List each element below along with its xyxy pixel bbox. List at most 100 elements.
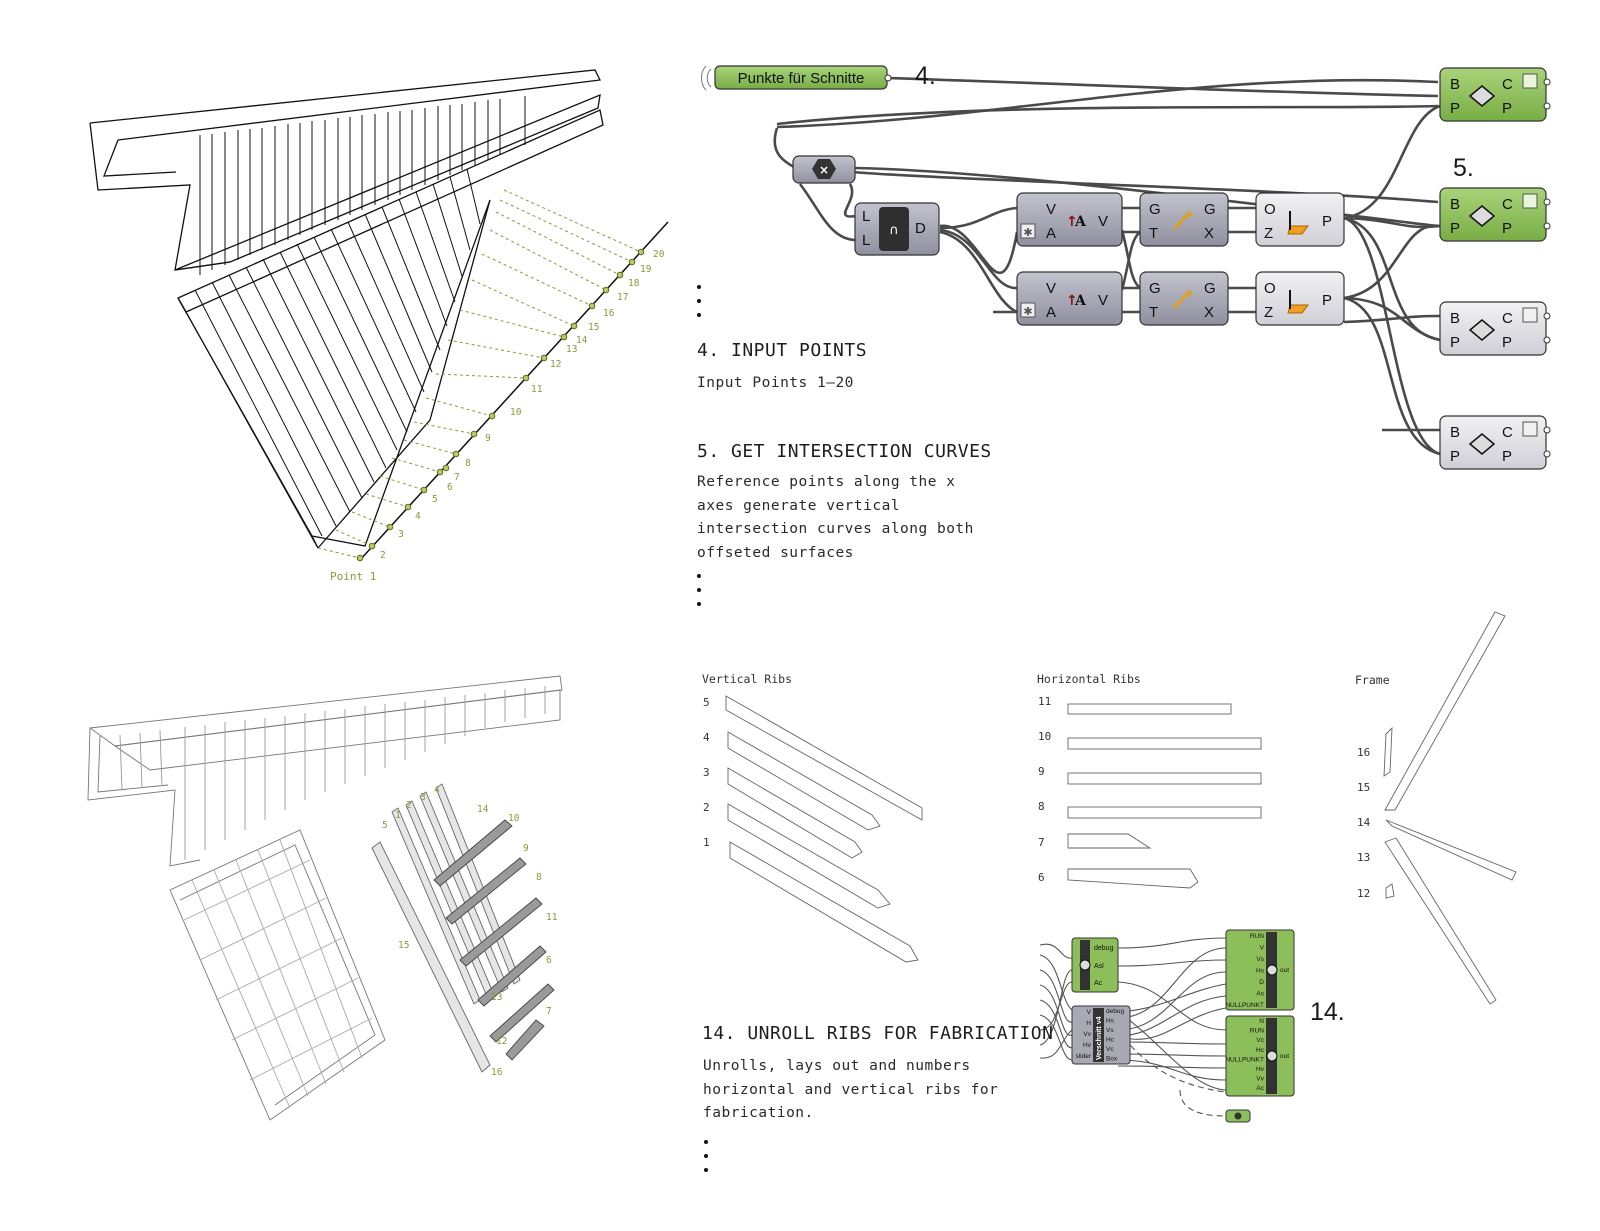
point-number-label-4: 6: [447, 482, 453, 493]
small-script-input-4: slider: [1075, 1053, 1091, 1060]
exploded-part-label-6: 10: [508, 813, 520, 824]
frame-number-1: 15: [1357, 781, 1370, 794]
multiply-node[interactable]: ×: [792, 155, 856, 184]
svg-text:P: P: [1322, 213, 1332, 230]
svg-text:O: O: [1264, 201, 1276, 218]
step-14-title: 14. UNROLL RIBS FOR FABRICATION: [702, 1023, 1054, 1044]
frame-title: Frame: [1355, 673, 1390, 687]
exploded-part-label-1: 1: [395, 810, 401, 821]
exploded-part-label-3: 3: [420, 792, 426, 803]
exploded-part-label-7: 9: [523, 843, 529, 854]
script-wires: [1039, 937, 1227, 1117]
big-script-2-input-3: Hc: [1256, 1047, 1265, 1054]
point-number-label-8: 10: [510, 407, 522, 418]
svg-text:✱: ✱: [1023, 226, 1032, 239]
small-script-output-4: Vc: [1106, 1046, 1114, 1053]
step-5-number: 5.: [1453, 154, 1474, 182]
script-node-small-1[interactable]: debug Asl Ac: [1071, 937, 1119, 993]
param-points-node[interactable]: Punkte für Schnitte: [701, 65, 892, 91]
exploded-part-label-12: 13: [491, 992, 502, 1003]
svg-text:B: B: [1450, 196, 1460, 213]
small-script-input-1: H: [1086, 1020, 1091, 1027]
point-number-label-12: 14: [576, 335, 588, 346]
point-number-label-0: 2: [380, 550, 386, 561]
point-number-label-15: 17: [617, 292, 628, 303]
svg-text:Asl: Asl: [1094, 963, 1104, 970]
svg-text:debug: debug: [1094, 945, 1114, 952]
svg-text:O: O: [1264, 280, 1276, 297]
big-script-2-input-1: RUN: [1250, 1028, 1264, 1035]
point-number-label-13: 15: [588, 322, 599, 333]
svg-text:T: T: [1149, 225, 1158, 242]
svg-text:C: C: [1502, 310, 1513, 327]
svg-text:P: P: [1322, 292, 1332, 309]
svg-text:V: V: [1046, 201, 1056, 218]
move-node-2[interactable]: G T G X: [1139, 271, 1229, 326]
vertical-rib-number-1: 4: [703, 731, 710, 744]
svg-text:G: G: [1149, 280, 1161, 297]
point-number-label-5: 7: [454, 472, 460, 483]
toggle-node[interactable]: [1225, 1109, 1251, 1123]
amplitude-node-1[interactable]: ✱ V A V ↑ A: [1016, 192, 1123, 247]
svg-text:A: A: [1074, 214, 1087, 230]
svg-text:P: P: [1502, 334, 1512, 351]
brep-plane-node-1[interactable]: B P C P: [1439, 67, 1551, 122]
svg-text:X: X: [1204, 225, 1214, 242]
svg-text:T: T: [1149, 304, 1158, 321]
svg-text:A: A: [1046, 225, 1056, 242]
fabrication-layout: Vertical Ribs Horizontal Ribs Frame 5432…: [702, 611, 1517, 1005]
brep-plane-node-4[interactable]: B P C P: [1439, 415, 1551, 470]
horizontal-rib-number-1: 10: [1038, 730, 1051, 743]
merge-node[interactable]: ∩ L L D: [854, 202, 940, 256]
svg-text:P: P: [1502, 100, 1512, 117]
brep-plane-node-3[interactable]: B P C P: [1439, 301, 1551, 356]
big-script-1-input-1: V: [1260, 945, 1265, 952]
vertical-rib-number-2: 3: [703, 766, 710, 779]
step-4-number: 4.: [915, 62, 936, 90]
small-script-output-0: debug: [1106, 1008, 1124, 1015]
structure-with-points-diagram: [89, 69, 669, 562]
svg-text:Verschnitt v4: Verschnitt v4: [1096, 1016, 1103, 1060]
vertical-rib-number-0: 5: [703, 696, 710, 709]
big-script-2-input-5: Hv: [1256, 1066, 1265, 1073]
plane-node-1[interactable]: O Z P: [1255, 192, 1345, 247]
exploded-part-label-15: 15: [398, 940, 409, 951]
svg-text:C: C: [1502, 196, 1513, 213]
svg-text:↑: ↑: [1066, 293, 1078, 309]
svg-text:A: A: [1046, 304, 1056, 321]
plane-node-2[interactable]: O Z P: [1255, 271, 1345, 326]
vertical-ribs-title: Vertical Ribs: [702, 672, 792, 686]
amplitude-node-2[interactable]: ✱ V A V ↑ A: [1016, 271, 1123, 326]
point-number-label-17: 19: [640, 264, 652, 275]
step-14-number: 14.: [1310, 998, 1345, 1026]
exploded-part-label-11: 7: [546, 1006, 552, 1017]
move-node-1[interactable]: G T G X: [1139, 192, 1229, 247]
horizontal-rib-number-3: 8: [1038, 800, 1045, 813]
big-script-1-input-0: RUN: [1250, 933, 1264, 940]
svg-text:V: V: [1098, 213, 1108, 230]
svg-text:L: L: [862, 208, 870, 225]
frame-number-2: 14: [1357, 816, 1371, 829]
point-number-label-16: 18: [628, 278, 640, 289]
horizontal-rib-number-0: 11: [1038, 695, 1051, 708]
big-script-1-input-3: Hs: [1256, 968, 1265, 975]
svg-text:P: P: [1450, 220, 1460, 237]
svg-text:P: P: [1450, 100, 1460, 117]
svg-text:C: C: [1502, 424, 1513, 441]
big-script-1-input-6: NULLPUNKT: [1225, 1002, 1264, 1009]
point-number-label-10: 12: [550, 359, 561, 370]
frame-number-4: 12: [1357, 887, 1370, 900]
horizontal-rib-number-4: 7: [1038, 836, 1045, 849]
point-number-label-2: 4: [415, 511, 421, 522]
exploded-part-label-8: 8: [536, 872, 542, 883]
small-script-output-3: Hc: [1106, 1037, 1115, 1044]
svg-text:Ac: Ac: [1094, 980, 1103, 987]
brep-plane-node-2[interactable]: B P C P: [1439, 187, 1551, 242]
exploded-part-label-13: 12: [496, 1036, 507, 1047]
svg-text:P: P: [1450, 448, 1460, 465]
ellipsis-dots-1: [697, 285, 703, 327]
svg-text:P: P: [1450, 334, 1460, 351]
